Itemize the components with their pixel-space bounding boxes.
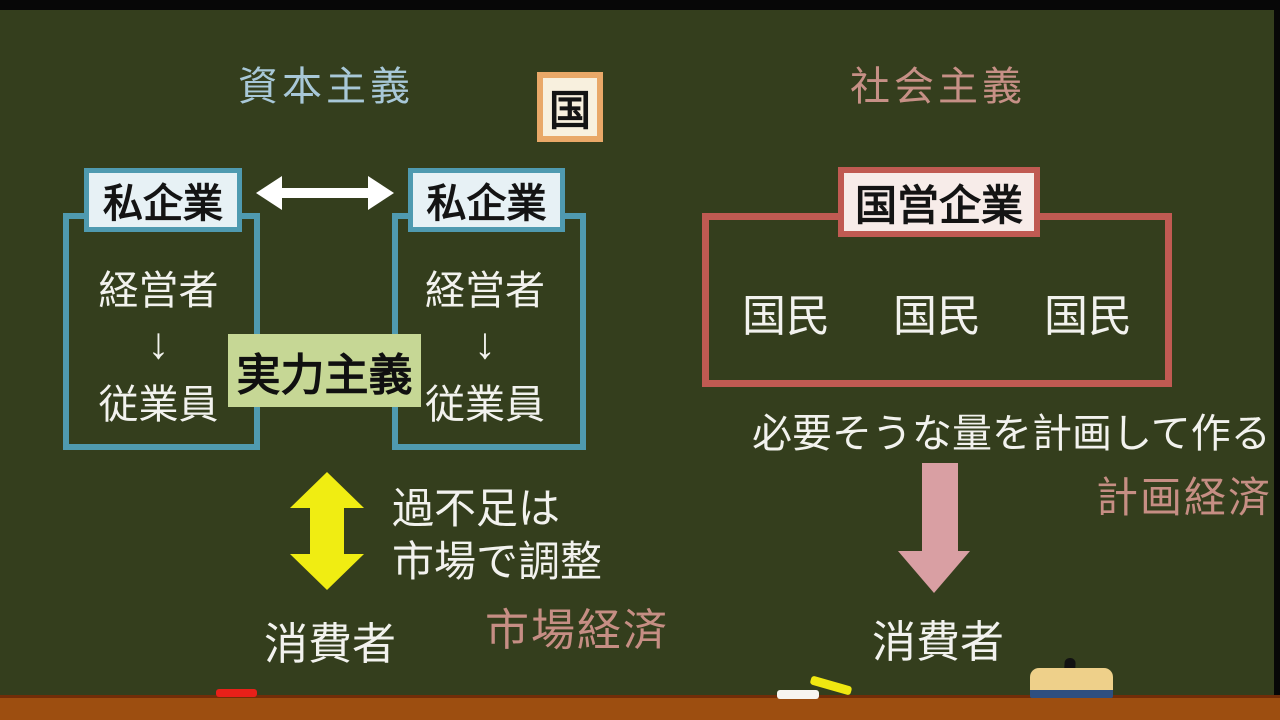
arrowhead-down — [898, 551, 970, 593]
down-arrow-icon: ↓ — [147, 319, 170, 368]
plan-down-arrow-icon — [898, 463, 970, 593]
chalk-tray — [0, 695, 1280, 720]
citizen-label-3: 国民 — [1044, 292, 1132, 341]
arrowhead-up — [290, 472, 364, 508]
eraser-body — [1030, 668, 1113, 690]
state-box: 国 — [537, 72, 603, 142]
arrow-shaft — [276, 188, 374, 198]
meritocracy-text: 実力主義 — [236, 350, 413, 400]
planned-economy-label: 計画経済 — [1096, 474, 1273, 521]
arrowhead-down — [290, 554, 364, 590]
meritocracy-tag: 実力主義 — [228, 334, 421, 407]
market-double-arrow-icon — [290, 472, 364, 590]
state-company-title: 国営企業 — [838, 167, 1040, 237]
white-chalk — [777, 690, 819, 699]
adjust-line-2: 市場で調整 — [392, 538, 603, 585]
capitalism-heading: 資本主義 — [238, 65, 414, 109]
hierarchy-left: 経営者 ↓ 従業員 — [66, 258, 251, 430]
arrow-shaft — [310, 506, 344, 556]
hierarchy-right: 経営者 ↓ 従業員 — [394, 258, 576, 430]
state-company-title-text: 国営企業 — [854, 181, 1023, 229]
exchange-double-arrow-icon — [256, 176, 394, 210]
private-company-right-title: 私企業 — [408, 168, 565, 232]
socialism-heading: 社会主義 — [850, 65, 1026, 109]
eraser-felt — [1030, 690, 1113, 698]
private-company-left-title: 私企業 — [84, 168, 242, 232]
consumer-label-right: 消費者 — [872, 618, 1004, 667]
citizen-label-1: 国民 — [742, 292, 830, 341]
employee-label: 従業員 — [98, 383, 219, 427]
red-chalk — [216, 689, 257, 697]
arrow-shaft — [922, 463, 958, 551]
private-company-right-title-text: 私企業 — [426, 182, 547, 226]
manager-label: 経営者 — [98, 269, 219, 313]
plan-description: 必要そうな量を計画して作る — [752, 412, 1271, 456]
blackboard-eraser — [1030, 657, 1113, 698]
market-economy-label: 市場経済 — [485, 606, 669, 655]
state-label: 国 — [548, 86, 591, 134]
private-company-left-title-text: 私企業 — [103, 182, 223, 226]
citizen-label-2: 国民 — [893, 292, 981, 341]
employee-label: 従業員 — [425, 383, 545, 427]
market-adjust-note: 過不足は 市場で調整 — [392, 482, 602, 588]
letterbox-top — [0, 0, 1280, 10]
manager-label: 経営者 — [425, 269, 545, 313]
letterbox-right — [1274, 0, 1280, 720]
arrowhead-right — [368, 176, 394, 210]
adjust-line-1: 過不足は — [392, 485, 561, 532]
down-arrow-icon: ↓ — [474, 319, 496, 368]
consumer-label-left: 消費者 — [264, 620, 396, 669]
